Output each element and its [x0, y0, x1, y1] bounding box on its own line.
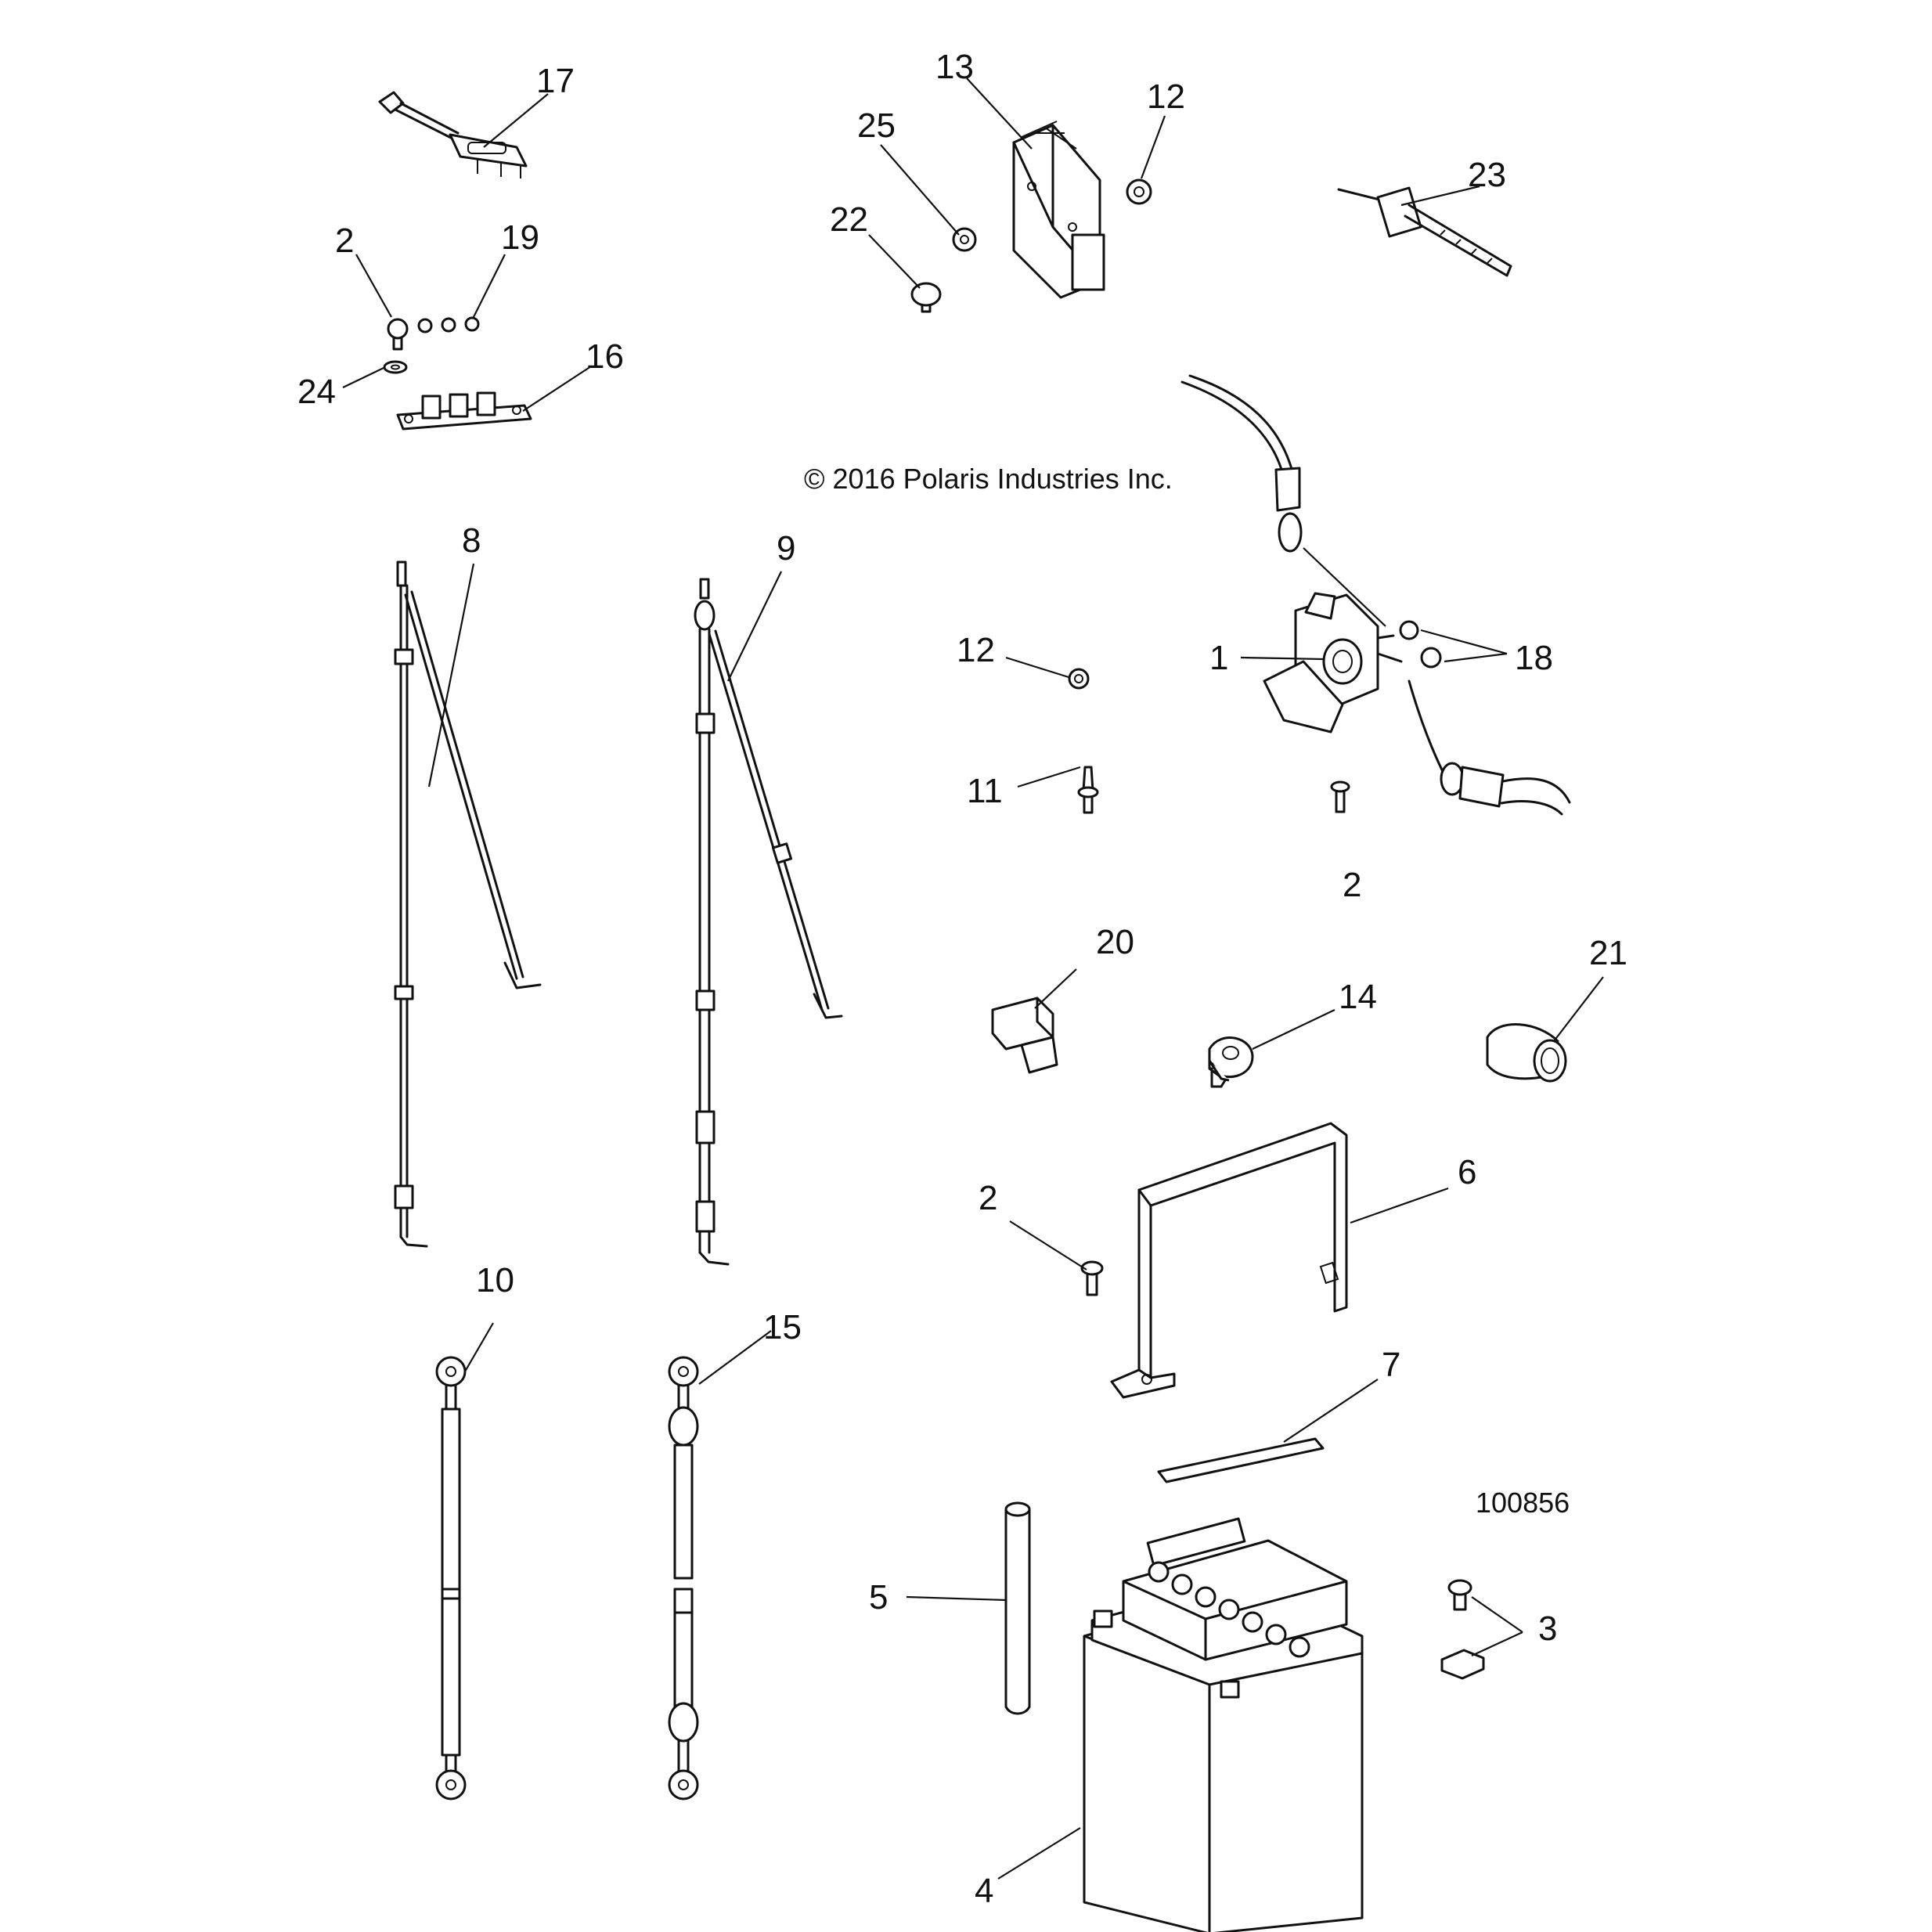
- part-11-stud: [1077, 766, 1099, 814]
- callout-25: 25: [857, 106, 896, 145]
- callout-20: 20: [1096, 923, 1134, 961]
- callout-23: 23: [1468, 156, 1506, 194]
- part-1-solenoid: [1263, 592, 1403, 734]
- part-12-grommet-top: [1126, 178, 1152, 205]
- callout-12-a: 12: [1147, 77, 1185, 116]
- callout-2-a: 2: [335, 222, 354, 260]
- copyright-notice: © 2016 Polaris Industries Inc.: [804, 463, 1173, 495]
- callout-10: 10: [476, 1261, 514, 1299]
- callout-16: 16: [586, 337, 624, 376]
- callout-13: 13: [935, 48, 974, 86]
- part-14-terminal-boot: [1208, 1036, 1254, 1088]
- callout-1: 1: [1209, 639, 1228, 677]
- callout-3: 3: [1538, 1609, 1557, 1648]
- part-21-terminal-boot: [1486, 1023, 1567, 1083]
- part-14-tube: [1208, 1060, 1230, 1082]
- part-19-nuts: [417, 316, 480, 333]
- part-18-nuts: [1399, 620, 1442, 669]
- callout-4: 4: [975, 1872, 993, 1910]
- part-17-cap: [378, 91, 528, 178]
- part-23-cable-tie: [1337, 186, 1512, 277]
- part-4-battery: [1083, 1517, 1364, 1932]
- callout-9: 9: [777, 529, 795, 568]
- part-22-bolt: [910, 282, 942, 313]
- callout-2-c: 2: [979, 1179, 997, 1217]
- callout-14: 14: [1339, 978, 1377, 1016]
- part-2-bolt-bracket: [1080, 1260, 1104, 1296]
- part-12-nut: [1068, 668, 1090, 690]
- callout-7: 7: [1382, 1346, 1400, 1384]
- figure-number: 100856: [1476, 1487, 1570, 1519]
- part-9-cable: [694, 578, 843, 1266]
- callout-19: 19: [501, 218, 539, 257]
- part-3-bolt-nut: [1440, 1579, 1485, 1680]
- callout-11: 11: [967, 772, 1003, 810]
- callout-17: 17: [536, 62, 575, 100]
- part-10-cable: [435, 1356, 467, 1800]
- callout-22: 22: [830, 200, 868, 239]
- leader-lines: [342, 77, 1604, 1880]
- callout-2-b: 2: [1343, 866, 1361, 904]
- part-24-washer: [383, 360, 408, 374]
- part-16-bus-bar: [396, 391, 532, 431]
- part-2-bolt-top: [387, 318, 409, 351]
- lower-cable: [1408, 679, 1571, 816]
- callouts: 17 2 19 24 16 13 25 12 22 23 8 9 12 1 18…: [297, 48, 1627, 1910]
- callout-6: 6: [1458, 1153, 1476, 1191]
- callout-18: 18: [1515, 639, 1553, 677]
- part-15-cable: [668, 1356, 699, 1800]
- part-2-bolt-solenoid: [1330, 780, 1350, 813]
- callout-8: 8: [462, 521, 481, 560]
- callout-12-b: 12: [957, 631, 995, 669]
- part-7-pad: [1157, 1437, 1325, 1483]
- callout-24: 24: [297, 373, 336, 411]
- part-20-terminal-boot: [991, 997, 1058, 1074]
- part-6-bracket: [1110, 1122, 1348, 1399]
- callout-5: 5: [869, 1578, 888, 1617]
- part-13-regulator: [1012, 121, 1105, 299]
- starter-cable: [1180, 374, 1303, 553]
- callout-21: 21: [1589, 934, 1627, 972]
- callout-15: 15: [763, 1308, 802, 1346]
- part-8-cable: [394, 560, 542, 1248]
- part-5-vent-tube: [1004, 1501, 1031, 1715]
